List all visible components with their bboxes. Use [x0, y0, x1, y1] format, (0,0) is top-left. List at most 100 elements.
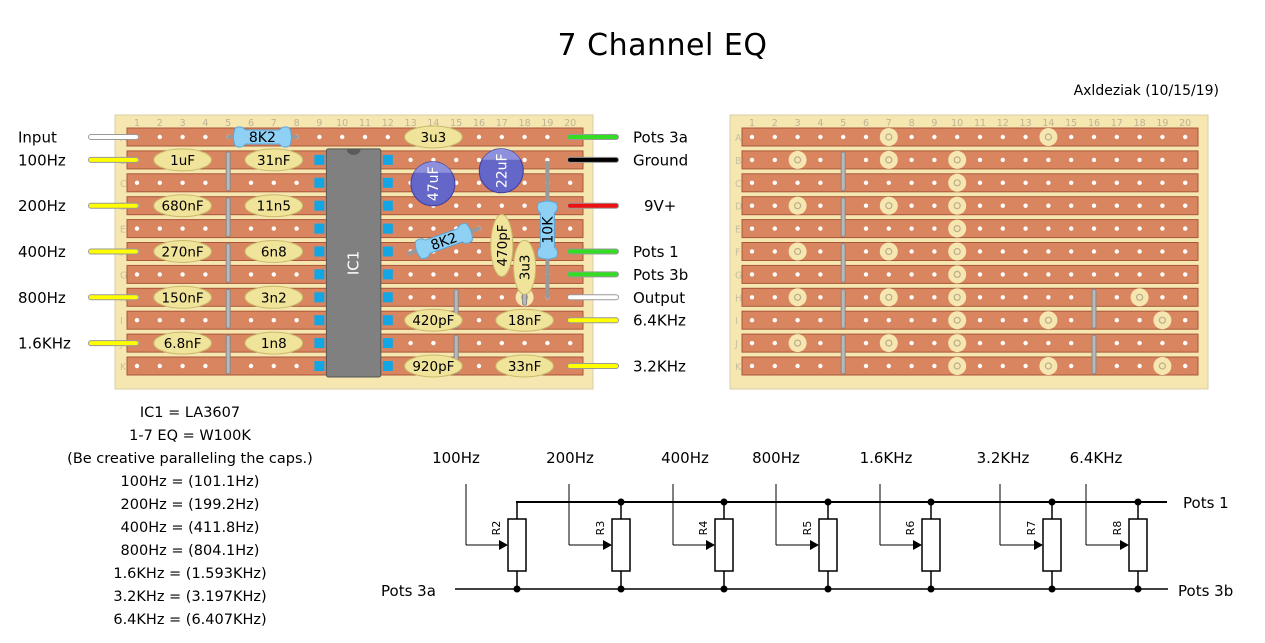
track-cut: [1153, 357, 1172, 375]
hole: [909, 157, 914, 163]
hole: [408, 272, 413, 277]
row-label: K: [735, 362, 742, 373]
row-label: G: [120, 270, 127, 281]
hole: [522, 203, 527, 208]
hole: [248, 363, 254, 369]
hole: [1091, 272, 1097, 277]
capacitor-value: 470pF: [495, 224, 511, 266]
track-cut-hole: [1158, 316, 1167, 324]
ic-pin: [382, 200, 393, 211]
hole: [1023, 295, 1028, 300]
hole: [248, 226, 254, 231]
ic-pin: [382, 246, 393, 257]
row-label: E: [735, 225, 741, 236]
hole: [977, 340, 983, 346]
film-capacitor-vertical: 3u3: [513, 239, 537, 295]
column-label: 8: [294, 118, 300, 129]
hole: [157, 363, 162, 369]
hole: [749, 157, 755, 163]
hole: [977, 226, 983, 231]
track-cut-hole: [885, 202, 893, 210]
right-connection-label: Pots 3b: [633, 266, 688, 284]
left-connection-label: 1.6KHz: [18, 335, 71, 353]
hole: [1114, 249, 1120, 254]
track-cut-hole: [1158, 362, 1167, 370]
track-cut: [788, 288, 807, 307]
film-capacitor: 270nF: [153, 240, 212, 263]
capacitor-body: [404, 308, 463, 332]
ic-pin: [314, 292, 325, 303]
hole: [818, 295, 823, 300]
track-cut: [879, 196, 898, 215]
capacitor-body: [244, 194, 304, 218]
hole: [134, 272, 140, 277]
hole: [1160, 180, 1165, 185]
wiper-arrow-icon: [499, 540, 508, 550]
column-label: 10: [951, 118, 963, 129]
track-cut-hole: [953, 179, 961, 187]
junction-dot: [1048, 498, 1056, 506]
hole: [362, 134, 368, 140]
copper-strip: [741, 127, 1199, 147]
hole: [1023, 340, 1028, 346]
hole: [886, 180, 891, 185]
hole: [749, 295, 755, 300]
copper-strip: [126, 127, 584, 147]
column-label: 10: [336, 118, 348, 129]
column-label: 16: [473, 118, 485, 129]
column-label: 5: [225, 118, 231, 129]
potentiometer-r6: R61.6KHz: [860, 449, 941, 593]
film-capacitor: 1uF: [153, 148, 212, 172]
capacitor-value: 150nF: [162, 290, 204, 306]
column-label: 15: [450, 118, 462, 129]
electrolytic-capacitor: 47uF: [410, 161, 456, 207]
hole: [522, 340, 527, 346]
capacitor-value: 3u3: [421, 130, 447, 146]
hole: [1000, 249, 1005, 254]
capacitor-body: [244, 240, 304, 263]
hole: [863, 363, 869, 369]
capacitor-value: 6n8: [261, 245, 287, 261]
pot-body: [921, 518, 941, 572]
pot-designator: R2: [490, 521, 503, 536]
copper-strip: [741, 333, 1199, 353]
pot-body: [714, 518, 734, 572]
hole: [1114, 340, 1120, 346]
track-cut: [879, 334, 898, 353]
hole: [271, 318, 276, 323]
hole: [271, 226, 276, 231]
hole: [977, 363, 983, 369]
hole: [134, 226, 140, 231]
hole: [157, 134, 162, 140]
hole: [772, 180, 777, 185]
left-connection-label: 400Hz: [18, 243, 66, 261]
right-connection-label: 3.2KHz: [633, 358, 686, 376]
film-capacitor: 6.8nF: [153, 331, 212, 355]
junction-dot: [824, 498, 832, 506]
hole: [818, 249, 823, 254]
hole: [1069, 249, 1074, 254]
hole: [1023, 226, 1028, 231]
hole: [1183, 272, 1188, 277]
ic-pin: [382, 154, 393, 165]
hole: [772, 318, 777, 323]
hole: [863, 134, 869, 140]
column-label: 11: [359, 118, 371, 129]
hole: [749, 363, 755, 369]
hole: [568, 340, 573, 346]
wiper-arrow-icon: [603, 540, 612, 550]
hole: [271, 180, 276, 185]
note-line: 400Hz = (411.8Hz): [120, 520, 260, 536]
pot-body: [507, 518, 527, 572]
column-label: 6: [248, 118, 254, 129]
hole: [818, 134, 823, 140]
junction-dot: [1048, 585, 1056, 593]
capacitor-body: [495, 354, 554, 378]
hole: [1000, 363, 1005, 369]
note-line: 1-7 EQ = W100K: [129, 428, 251, 444]
capacitor-value: 11n5: [257, 199, 291, 215]
hole: [1046, 340, 1051, 346]
left-connection-label: 100Hz: [18, 151, 66, 169]
hole: [795, 318, 800, 323]
